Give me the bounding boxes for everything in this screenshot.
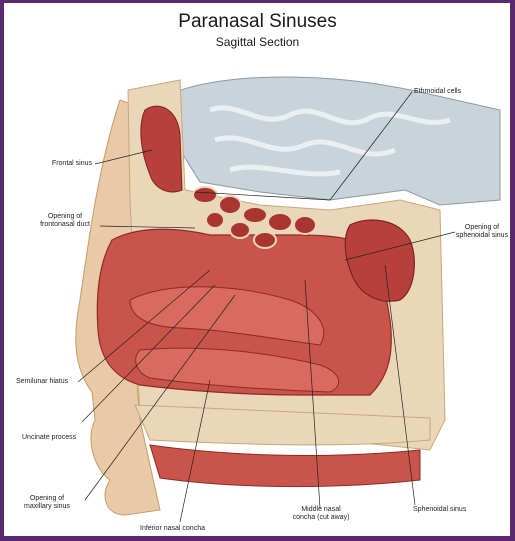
tongue <box>150 445 420 487</box>
label-middle-concha-line2: concha (cut away) <box>285 514 357 522</box>
label-frontonasal-line2: frontonasal duct <box>30 221 100 229</box>
label-middle-concha-line1: Middle nasal <box>285 506 357 514</box>
label-frontonasal-duct: Opening of frontonasal duct <box>30 213 100 229</box>
label-maxillary-opening: Opening of maxillary sinus <box>12 495 82 511</box>
label-maxillary-line2: maxillary sinus <box>12 503 82 511</box>
label-sphenoidal-opening: Opening of sphenoidal sinus <box>452 224 512 240</box>
label-sphenoidal-open-line2: sphenoidal sinus <box>452 232 512 240</box>
label-inferior-concha: Inferior nasal concha <box>140 525 205 533</box>
label-frontonasal-line1: Opening of <box>30 213 100 221</box>
label-uncinate-process: Uncinate process <box>22 434 76 442</box>
label-sphenoidal-sinus: Sphenoidal sinus <box>413 506 466 514</box>
label-frontal-sinus: Frontal sinus <box>30 160 92 168</box>
brain-region <box>175 77 500 205</box>
label-maxillary-line1: Opening of <box>12 495 82 503</box>
label-sphenoidal-open-line1: Opening of <box>452 224 512 232</box>
label-middle-concha: Middle nasal concha (cut away) <box>285 506 357 522</box>
label-ethmoidal-cells: Ethmoidal cells <box>414 88 461 96</box>
label-semilunar-hiatus: Semilunar hiatus <box>16 378 68 386</box>
